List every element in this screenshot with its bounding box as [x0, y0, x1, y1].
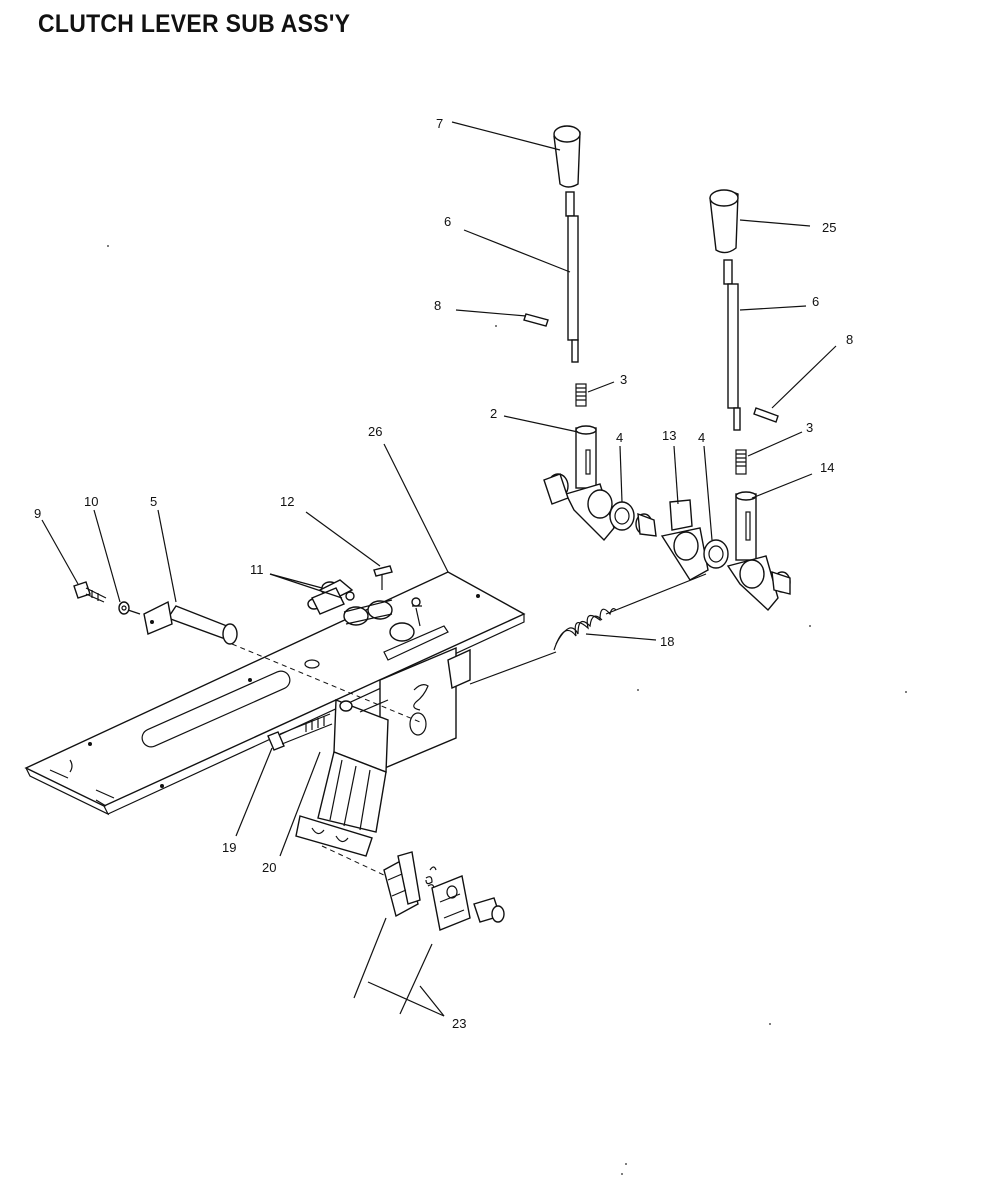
callout-20: 20 [262, 860, 276, 875]
right-spring [735, 449, 747, 475]
callout-6-right: 6 [812, 294, 819, 309]
right-shaft [723, 259, 741, 431]
callout-2: 2 [490, 406, 497, 421]
left-knob [553, 125, 581, 188]
callout-18: 18 [660, 634, 674, 649]
left-lever-body [543, 425, 615, 542]
bolt-9 [73, 581, 107, 603]
bolt-19 [267, 700, 353, 751]
right-knob [709, 189, 739, 254]
callout-19: 19 [222, 840, 236, 855]
callout-4-left: 4 [616, 430, 623, 445]
washer-10 [118, 601, 130, 615]
callout-labels: 7 6 8 3 2 4 13 4 25 6 8 3 14 26 9 10 5 1… [34, 116, 853, 1031]
clevis-right [431, 875, 471, 931]
clevis-pin [473, 897, 505, 923]
callout-23: 23 [452, 1016, 466, 1031]
callout-26: 26 [368, 424, 382, 439]
leader-lines [41, 121, 837, 1017]
callout-11: 11 [250, 562, 264, 577]
pin-leader [127, 609, 141, 615]
callout-13: 13 [662, 428, 676, 443]
return-spring [469, 573, 707, 685]
bushings [307, 579, 422, 642]
bolt-12 [373, 565, 393, 590]
callout-4-middle: 4 [698, 430, 705, 445]
scan-specks [107, 245, 907, 1175]
pin-axis-line [231, 643, 421, 723]
left-washer [609, 501, 635, 531]
callout-6-left: 6 [444, 214, 451, 229]
callout-10: 10 [84, 494, 98, 509]
left-pin [523, 313, 549, 327]
diagram-title: CLUTCH LEVER SUB ASS'Y [38, 10, 351, 38]
callout-12: 12 [280, 494, 294, 509]
clevis-left [383, 851, 421, 918]
middle-washer [703, 539, 729, 569]
callout-3-right: 3 [806, 420, 813, 435]
middle-bushing [635, 512, 657, 537]
lever-bracket [295, 646, 471, 857]
right-pin [753, 407, 779, 423]
middle-lever-13 [660, 499, 709, 581]
rods-23 [353, 917, 433, 1015]
callout-14: 14 [820, 460, 834, 475]
right-lever-body-14 [726, 491, 791, 612]
callout-5: 5 [150, 494, 157, 509]
callout-9: 9 [34, 506, 41, 521]
callout-25: 25 [822, 220, 836, 235]
left-shaft [565, 191, 579, 363]
left-spring [575, 383, 587, 407]
callout-3-left: 3 [620, 372, 627, 387]
callout-8-left: 8 [434, 298, 441, 313]
callout-8-right: 8 [846, 332, 853, 347]
clevis-axis-line [321, 845, 387, 877]
pivot-pin [143, 600, 238, 645]
callout-7: 7 [436, 116, 443, 131]
